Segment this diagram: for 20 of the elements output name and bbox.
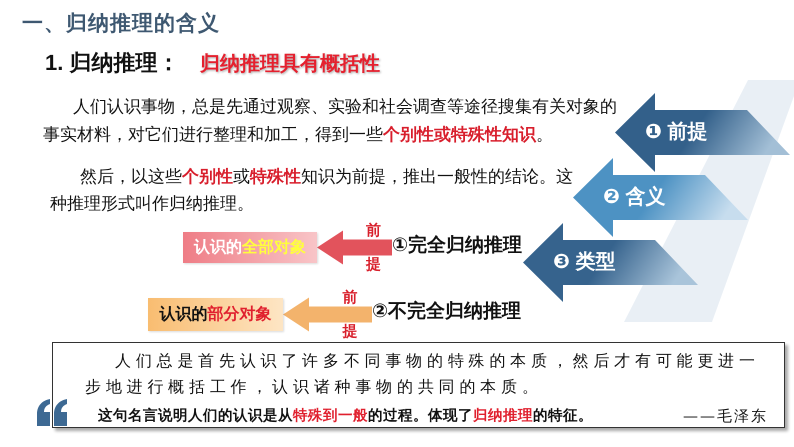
highlight-heading: 归纳推理具有概括性 [200, 52, 380, 77]
quote-box [52, 342, 785, 428]
quote-text: 人们总是首先认识了许多不同事物的特殊的本质，然后才有可能更进一步地进行概括工作，认识诸种事物的共同的本质。 [85, 350, 761, 398]
paragraph: 然后，以这些个别性或特殊性知识为前提，推出一般性的结论。这种推理形式叫作归纳推理。 [50, 166, 574, 215]
concept-box: 认识的全部对象 [183, 232, 317, 263]
banner-text: ❶ 前提 [645, 120, 708, 145]
type-label: ①完全归纳推理 [392, 232, 538, 260]
section-heading: 1. 归纳推理： [45, 49, 180, 77]
concept-box: 认识的部分对象 [148, 298, 283, 331]
banner-text: ❷ 含义 [603, 184, 666, 210]
edge-label: 前提 [342, 288, 358, 342]
type-label: ②不完全归纳推理 [372, 298, 538, 326]
arrow [317, 230, 392, 264]
author-text: ——毛泽东 [683, 406, 768, 427]
edge-label: 前提 [365, 220, 382, 274]
explanation-text: 这句名言说明人们的认识是从特殊到一般的过程。体现了归纳推理的特征。 [98, 406, 593, 426]
arrow [283, 298, 372, 332]
banner-text: ❸ 类型 [553, 250, 616, 275]
slide-heading: 一、归纳推理的含义 [22, 10, 220, 37]
paragraph: 人们认识事物，总是先通过观察、实验和社会调查等途径搜集有关对象的事实材料，对它们进行整理和加工，得到一些个别性或特殊性知识。 [43, 96, 618, 146]
